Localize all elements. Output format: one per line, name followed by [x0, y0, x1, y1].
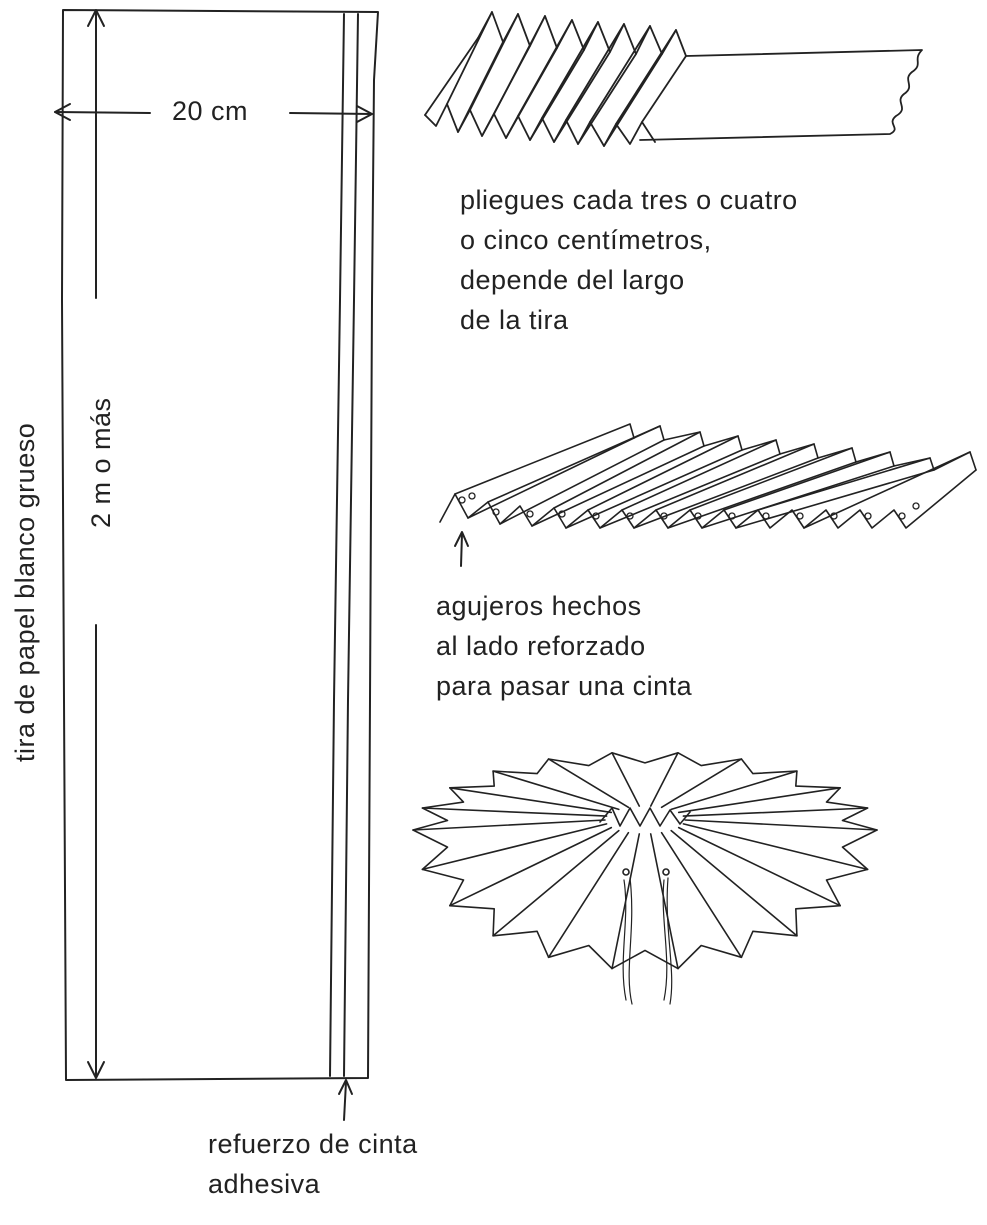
fan-fold-line [649, 751, 679, 807]
folded-strip-drawing [424, 11, 923, 147]
fan-fold-line [677, 826, 842, 907]
fan-fold-line [611, 751, 641, 807]
pleats-caption: pliegues cada tres o cuatro o cinco cent… [460, 180, 798, 340]
fan-fold-line [677, 786, 842, 814]
fan-fold-line [421, 823, 608, 871]
fan-fold-line [649, 833, 679, 970]
pleats-caption-line: depende del largo [460, 265, 685, 295]
fan-outer-edge [412, 752, 878, 970]
ribbon-hole [662, 868, 670, 876]
fan-fold-line [670, 770, 798, 811]
pleat-top-edge [454, 423, 977, 495]
fan-fold-line [682, 823, 869, 871]
fan-fold-line [448, 826, 613, 907]
tape-reinforcement-line-2 [343, 13, 359, 1077]
fan-fold-line [547, 831, 630, 959]
ribbon-strand [662, 879, 668, 1001]
fan-fold-line [670, 829, 798, 937]
pleats-caption-line: de la tira [460, 305, 569, 335]
ribbon-hole [622, 868, 630, 876]
fan-fold-line [660, 758, 743, 809]
tape-caption: refuerzo de cinta adhesiva [208, 1124, 418, 1204]
fan-fold-line [421, 807, 608, 817]
tape-caption-line: refuerzo de cinta [208, 1129, 418, 1159]
fan-center-gather [599, 807, 691, 827]
ribbon-strand [666, 877, 673, 1005]
fan-fold-line [660, 831, 743, 959]
strip-material-label: tira de papel blanco grueso [10, 422, 40, 762]
fan-fold-line [492, 770, 620, 811]
fan-fold-line [492, 829, 620, 937]
fan-fold-line [684, 819, 878, 831]
fan-fold-line [412, 819, 606, 831]
pleat-bottom-zigzag [439, 469, 977, 529]
pleat-lines [424, 11, 687, 147]
holes-pointer-arrow [454, 531, 469, 567]
punched-holes [458, 492, 920, 520]
ribbon-strand [622, 879, 627, 1001]
fan-fold-line [682, 807, 869, 817]
holes-caption-line: al lado reforzado [436, 631, 646, 661]
paper-strip [54, 9, 379, 1121]
fan-fold-line [448, 786, 613, 814]
unfolded-strip-tail [639, 49, 923, 141]
ribbon-strand [628, 877, 633, 1005]
paper-fan-rosette [412, 751, 878, 1005]
holes-caption-line: para pasar una cinta [436, 671, 693, 701]
fan-fold-line [547, 758, 630, 809]
holes-caption-line: agujeros hechos [436, 591, 642, 621]
length-dimension-arrow [87, 9, 105, 1079]
pleated-strip-with-holes [439, 423, 977, 567]
length-label: 2 m o más [86, 397, 116, 528]
strip-outline [61, 9, 379, 1081]
pleats-caption-line: pliegues cada tres o cuatro [460, 185, 798, 215]
width-label: 20 cm [172, 96, 249, 126]
holes-caption: agujeros hechos al lado reforzado para p… [436, 586, 692, 706]
tape-pointer-arrow [338, 1079, 353, 1121]
pleat-fold-lines [467, 425, 971, 529]
pleats-caption-line: o cinco centímetros, [460, 225, 712, 255]
width-dimension-arrow [54, 103, 373, 123]
tape-caption-line: adhesiva [208, 1169, 321, 1199]
tape-reinforcement-line-1 [329, 13, 345, 1077]
